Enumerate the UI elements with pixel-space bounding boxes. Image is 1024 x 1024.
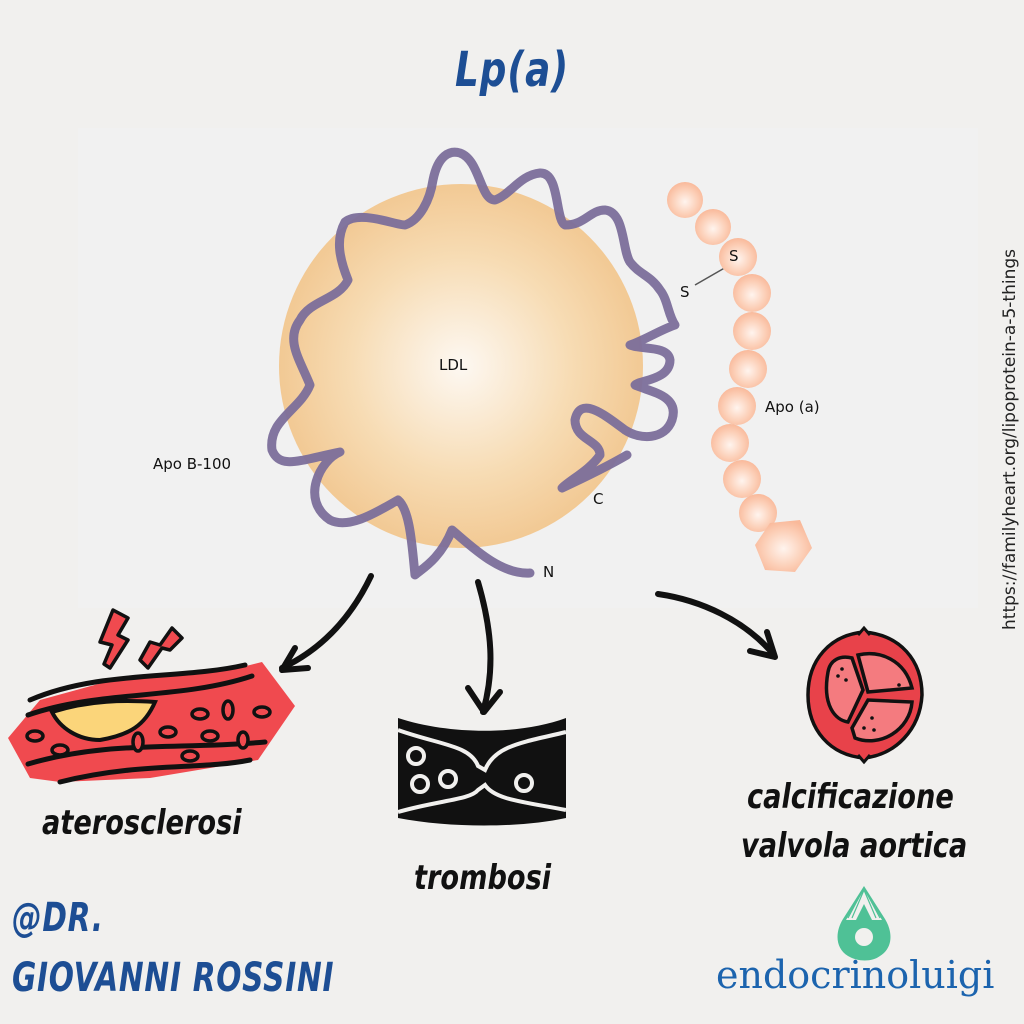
ldl-label: LDL — [439, 356, 468, 374]
aortic-valve-icon — [806, 625, 924, 765]
arrow-to-valvola — [655, 591, 777, 658]
caption-aterosclerosi: aterosclerosi — [42, 803, 242, 843]
c-terminus-label: C — [593, 490, 604, 508]
apo-a-bead — [733, 274, 771, 312]
apo-a-bead — [733, 312, 771, 350]
apo-a-chain — [667, 182, 812, 572]
caption-trombosi: trombosi — [414, 858, 552, 898]
caption-valvola-aortica: valvola aortica — [741, 826, 968, 866]
disulfide-bond — [694, 265, 729, 286]
author-name: GIOVANNI ROSSINI — [12, 955, 335, 1001]
arrows — [279, 573, 778, 715]
water-drop-icon — [837, 886, 891, 961]
apo-a-bead — [718, 387, 756, 425]
artery-plaque-icon — [8, 608, 295, 785]
arrow-head — [465, 685, 503, 715]
pain-bolt-icon — [138, 626, 184, 670]
arrow-head — [279, 645, 311, 673]
apo-a-label: Apo (a) — [765, 398, 820, 416]
pain-bolt-icon — [98, 608, 130, 670]
arrow-to-aterosclerosi — [279, 573, 374, 671]
author-handle: @DR. — [12, 895, 104, 941]
apo-a-bead — [723, 460, 761, 498]
source-url: https://familyheart.org/lipoprotein-a-5-… — [1000, 248, 1020, 630]
ldl-core — [279, 184, 643, 548]
apo-a-bead — [711, 424, 749, 462]
apo-a-bead — [729, 350, 767, 388]
apo-a-bead — [695, 209, 731, 245]
brand-name: endocrinoluigi — [716, 953, 995, 997]
n-terminus-label: N — [543, 563, 555, 581]
disulfide-s-label: S — [680, 283, 690, 301]
thrombosis-vessel-icon — [397, 718, 567, 826]
page-title: Lp(a) — [454, 42, 570, 98]
apo-b100-ribbon — [267, 147, 680, 580]
caption-calcificazione: calcificazione — [747, 777, 954, 817]
apo-b100-label: Apo B-100 — [153, 455, 232, 473]
apo-a-bead — [739, 494, 777, 532]
apo-a-bead — [719, 238, 757, 276]
apo-a-protease-domain — [755, 520, 812, 572]
apo-a-bead — [667, 182, 703, 218]
disulfide-s-label: S — [729, 247, 739, 265]
arrow-to-trombosi — [475, 579, 494, 715]
arrow-head — [747, 629, 778, 660]
